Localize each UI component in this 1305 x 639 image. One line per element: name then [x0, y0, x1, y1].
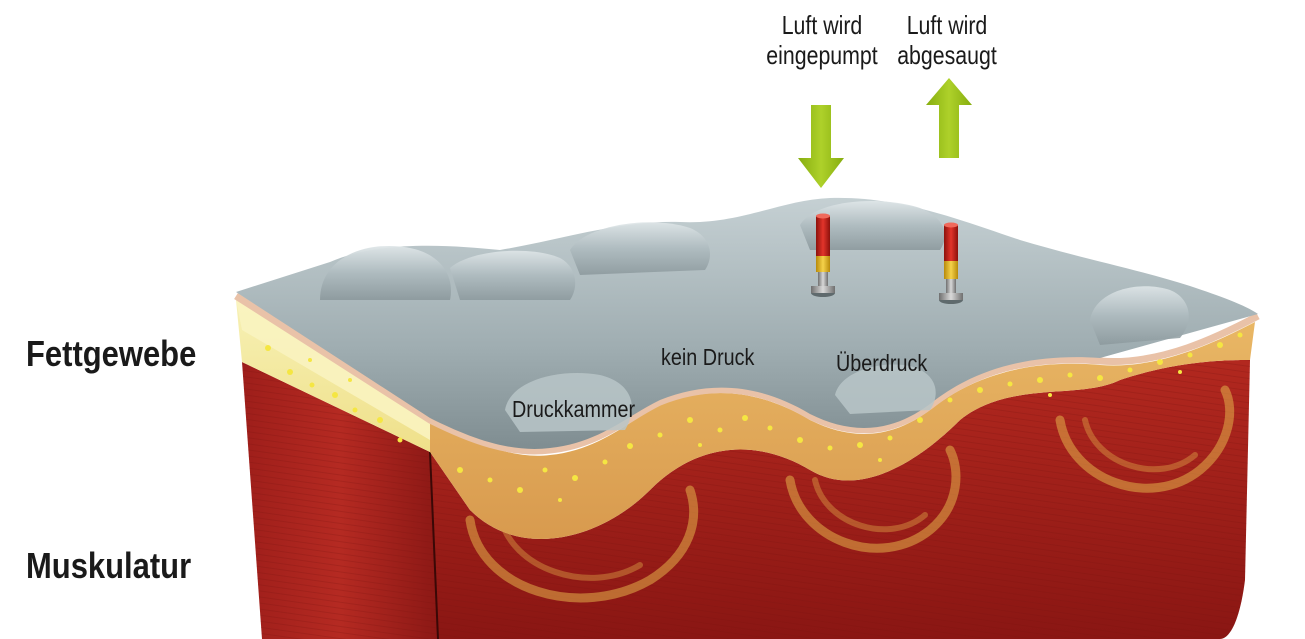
air-in-line1: Luft wird: [781, 10, 863, 40]
inflated-chambers: [320, 201, 1189, 432]
air-out-line2: abgesaugt: [897, 40, 997, 70]
muscle-front-texture: [430, 360, 1250, 639]
fat-tissue-label: Fettgewebe: [26, 333, 197, 374]
pressure-chamber-label: Druckkammer: [512, 396, 636, 422]
air-out-label: Luft wird abgesaugt: [881, 10, 1012, 70]
arrow-up-icon: [926, 78, 972, 158]
pressure-waves: [465, 385, 1235, 603]
fat-droplets: [265, 332, 1243, 502]
no-pressure-label: kein Druck: [661, 344, 755, 370]
air-in-line2: eingepumpt: [766, 40, 878, 70]
skin-layer: [234, 293, 1260, 455]
muscle-side-texture: [242, 362, 438, 639]
inlet-valve: [811, 213, 835, 297]
muscle-label: Muskulatur: [26, 545, 192, 586]
air-out-line1: Luft wird: [906, 10, 988, 40]
arrow-down-icon: [798, 105, 844, 188]
block-edge: [429, 451, 439, 639]
outlet-valve: [939, 222, 963, 304]
overpressure-label: Überdruck: [836, 350, 928, 376]
air-in-label: Luft wird eingepumpt: [756, 10, 887, 70]
fat-top-band: [236, 300, 430, 440]
fat-front-face: [430, 322, 1255, 539]
